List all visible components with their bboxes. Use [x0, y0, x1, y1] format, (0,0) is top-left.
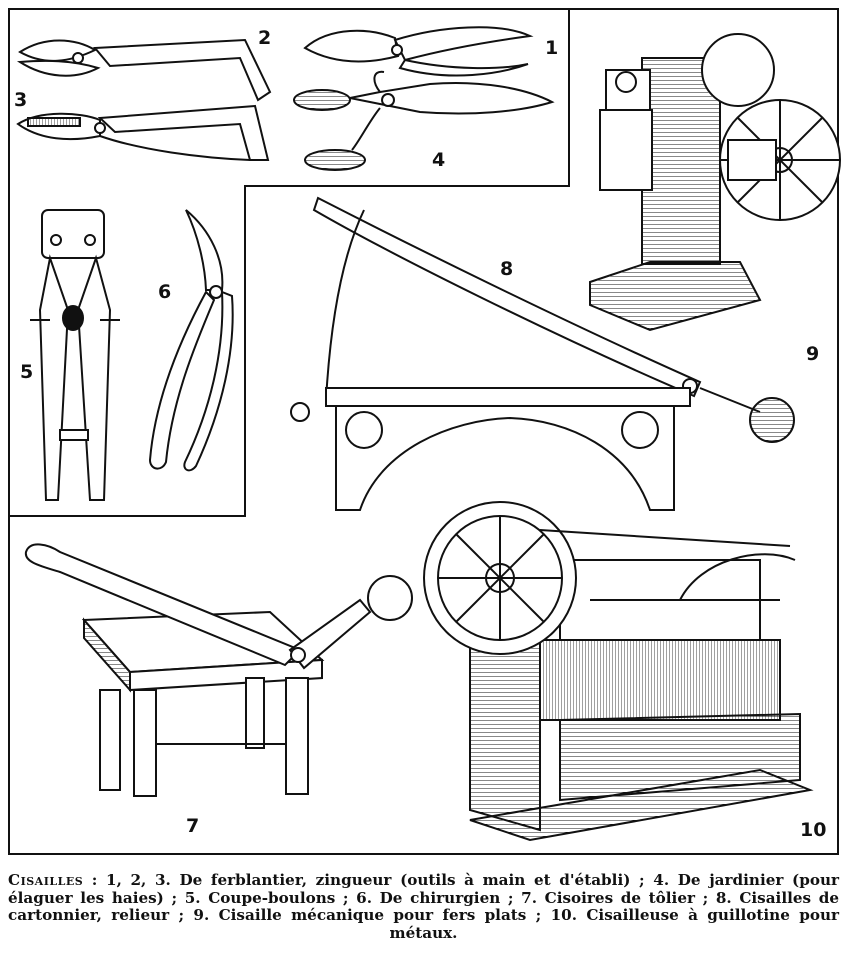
- figure-10-guillotine-shear: [423, 501, 814, 842]
- figure-number-3: 3: [14, 89, 27, 111]
- figure-1-tinsmith-shears: [303, 26, 534, 77]
- figure-3-serrated-shears: [16, 104, 270, 161]
- figure-number-2: 2: [258, 27, 271, 49]
- figure-7-lever-shear: [24, 543, 413, 797]
- figure-number-1: 1: [545, 37, 558, 59]
- figure-6-surgical-shears: [148, 209, 234, 472]
- caption-title: Cisailles: [8, 871, 84, 889]
- illustration-plate: 1 2 3 4 5 6 7 8 9 10: [8, 8, 841, 855]
- figure-number-6: 6: [158, 281, 171, 303]
- figure-5-bolt-cutters: [30, 209, 120, 501]
- figure-number-10: 10: [800, 819, 826, 841]
- figure-number-9: 9: [806, 343, 819, 365]
- plate-caption: Cisailles : 1, 2, 3. De ferblantier, zin…: [8, 871, 839, 942]
- plate-frame: [8, 8, 839, 855]
- figure-8-board-shears: [290, 196, 795, 511]
- figure-2-bench-shears: [16, 38, 272, 102]
- figure-4-hedge-shears: [293, 70, 555, 171]
- figure-number-5: 5: [20, 361, 33, 383]
- caption-text: : 1, 2, 3. De ferblantier, zingueur (out…: [8, 871, 839, 942]
- figure-number-7: 7: [186, 815, 199, 837]
- figure-number-4: 4: [432, 149, 445, 171]
- figure-number-8: 8: [500, 258, 513, 280]
- figure-9-mechanical-shear: [589, 33, 841, 332]
